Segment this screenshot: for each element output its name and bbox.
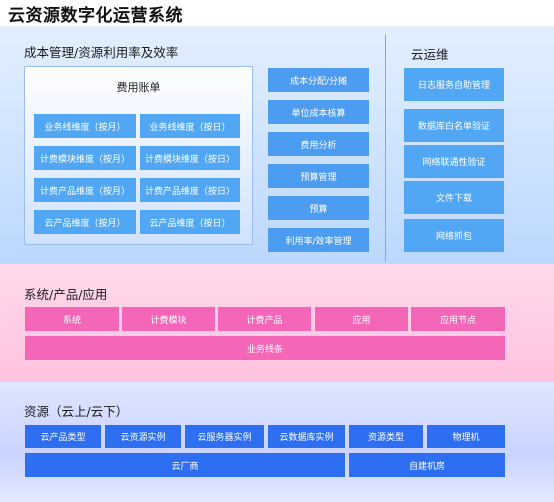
ops-section-title: 云运维 <box>411 47 449 62</box>
billing-item-bizline-monthly[interactable]: 业务线维度（按月） <box>34 114 136 138</box>
cost-section-title: 成本管理/资源利用率及效率 <box>24 45 179 60</box>
system-section-title: 系统/产品/应用 <box>24 287 108 302</box>
func-unit-cost[interactable]: 单位成本核算 <box>268 100 369 124</box>
billing-item-module-daily[interactable]: 计费模块维度（按日） <box>140 146 240 170</box>
resource-item-cloud-server-instance[interactable]: 云服务器实例 <box>185 425 264 448</box>
func-cost-analysis[interactable]: 费用分析 <box>268 132 369 156</box>
resource-item-cloud-product-type[interactable]: 云产品类型 <box>25 425 101 448</box>
billing-item-cloudproduct-monthly[interactable]: 云产品维度（按月） <box>34 210 136 234</box>
billing-item-product-monthly[interactable]: 计费产品维度（按月） <box>34 178 136 202</box>
func-utilization-management[interactable]: 利用率/效率管理 <box>268 228 369 252</box>
ops-db-whitelist[interactable]: 数据库白名单验证 <box>404 109 504 142</box>
ops-packet-capture[interactable]: 网络抓包 <box>404 219 504 252</box>
section-divider <box>385 34 386 262</box>
system-item-billing-product[interactable]: 计费产品 <box>218 307 311 331</box>
resource-item-cloud-db-instance[interactable]: 云数据库实例 <box>268 425 345 448</box>
billing-item-bizline-daily[interactable]: 业务线维度（按日） <box>140 114 240 138</box>
resource-section-title: 资源（云上/云下） <box>24 404 129 419</box>
billing-item-product-daily[interactable]: 计费产品维度（按日） <box>140 178 240 202</box>
system-item-system[interactable]: 系统 <box>25 307 119 331</box>
billing-item-module-monthly[interactable]: 计费模块维度（按月） <box>34 146 136 170</box>
resource-item-cloud-resource-instance[interactable]: 云资源实例 <box>105 425 181 448</box>
resource-bar-cloud-vendor[interactable]: 云厂商 <box>25 453 345 477</box>
resource-item-resource-type[interactable]: 资源类型 <box>349 425 423 448</box>
func-cost-allocation[interactable]: 成本分配/分摊 <box>268 68 369 92</box>
billing-panel-title: 费用账单 <box>116 81 161 94</box>
ops-log-service[interactable]: 日志服务自助管理 <box>404 68 504 101</box>
system-item-app-node[interactable]: 应用节点 <box>411 307 505 331</box>
billing-item-cloudproduct-daily[interactable]: 云产品维度（按日） <box>140 210 240 234</box>
system-item-application[interactable]: 应用 <box>315 307 408 331</box>
page-title: 云资源数字化运营系统 <box>8 6 183 26</box>
system-item-billing-module[interactable]: 计费模块 <box>122 307 215 331</box>
system-bar-business-line[interactable]: 业务线条 <box>25 336 505 360</box>
ops-file-download[interactable]: 文件下载 <box>404 181 504 214</box>
ops-network-connectivity[interactable]: 网络联通性验证 <box>404 145 504 178</box>
func-budget[interactable]: 预算 <box>268 196 369 220</box>
resource-item-physical-machine[interactable]: 物理机 <box>427 425 505 448</box>
resource-bar-self-built-idc[interactable]: 自建机房 <box>349 453 505 477</box>
func-budget-management[interactable]: 预算管理 <box>268 164 369 188</box>
